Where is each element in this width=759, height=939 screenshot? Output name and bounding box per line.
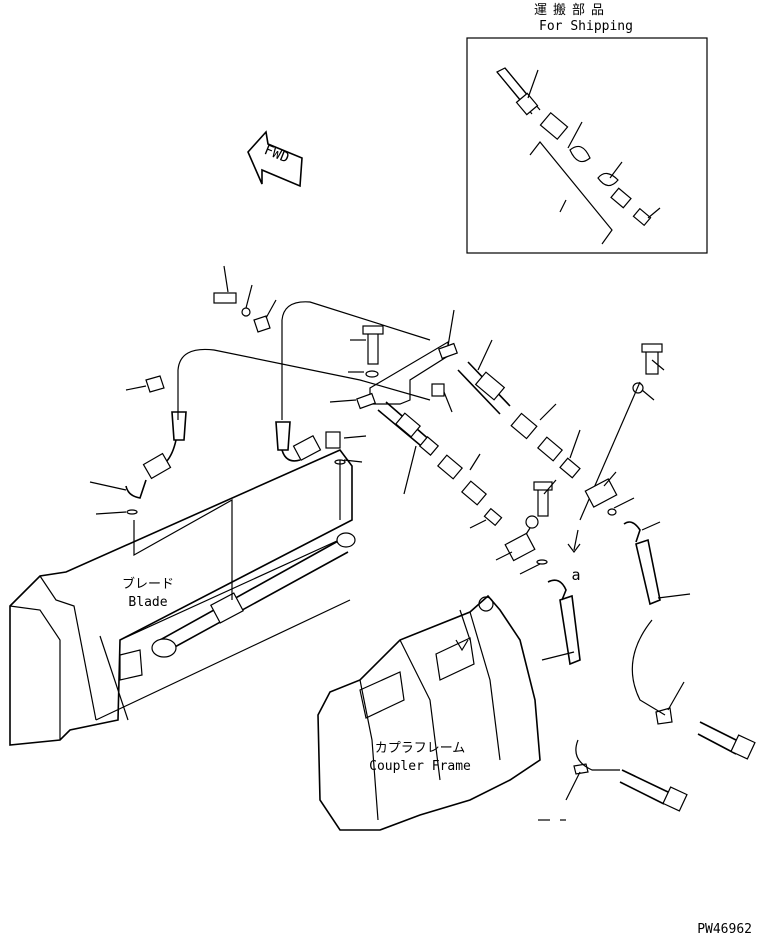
drawing-number: PW46962 [697, 922, 752, 937]
blade: ブレード Blade [9, 449, 356, 746]
shipping-label-en: For Shipping [539, 19, 633, 34]
blade-label-en: Blade [128, 595, 167, 610]
fwd-label: FWD [262, 142, 291, 166]
center-bracket [329, 309, 458, 413]
hose-routes [133, 301, 666, 771]
forward-direction-arrow: FWD [247, 130, 303, 188]
shipping-parts-inset: 運搬部品 For Shipping [466, 3, 708, 254]
left-fittings [89, 265, 367, 515]
right-fittings: a [495, 343, 756, 821]
coupler-label-en: Coupler Frame [369, 759, 471, 774]
coupler-frame: カプラフレーム Coupler Frame [317, 594, 541, 831]
coupler-label-jp: カプラフレーム [375, 741, 466, 756]
shipping-label-jp: 運搬部品 [534, 3, 610, 18]
main-hose-assemblies [377, 339, 581, 529]
annotation-a: a [571, 566, 580, 584]
blade-label-jp: ブレード [122, 576, 174, 592]
shipping-inset-frame [466, 37, 708, 254]
